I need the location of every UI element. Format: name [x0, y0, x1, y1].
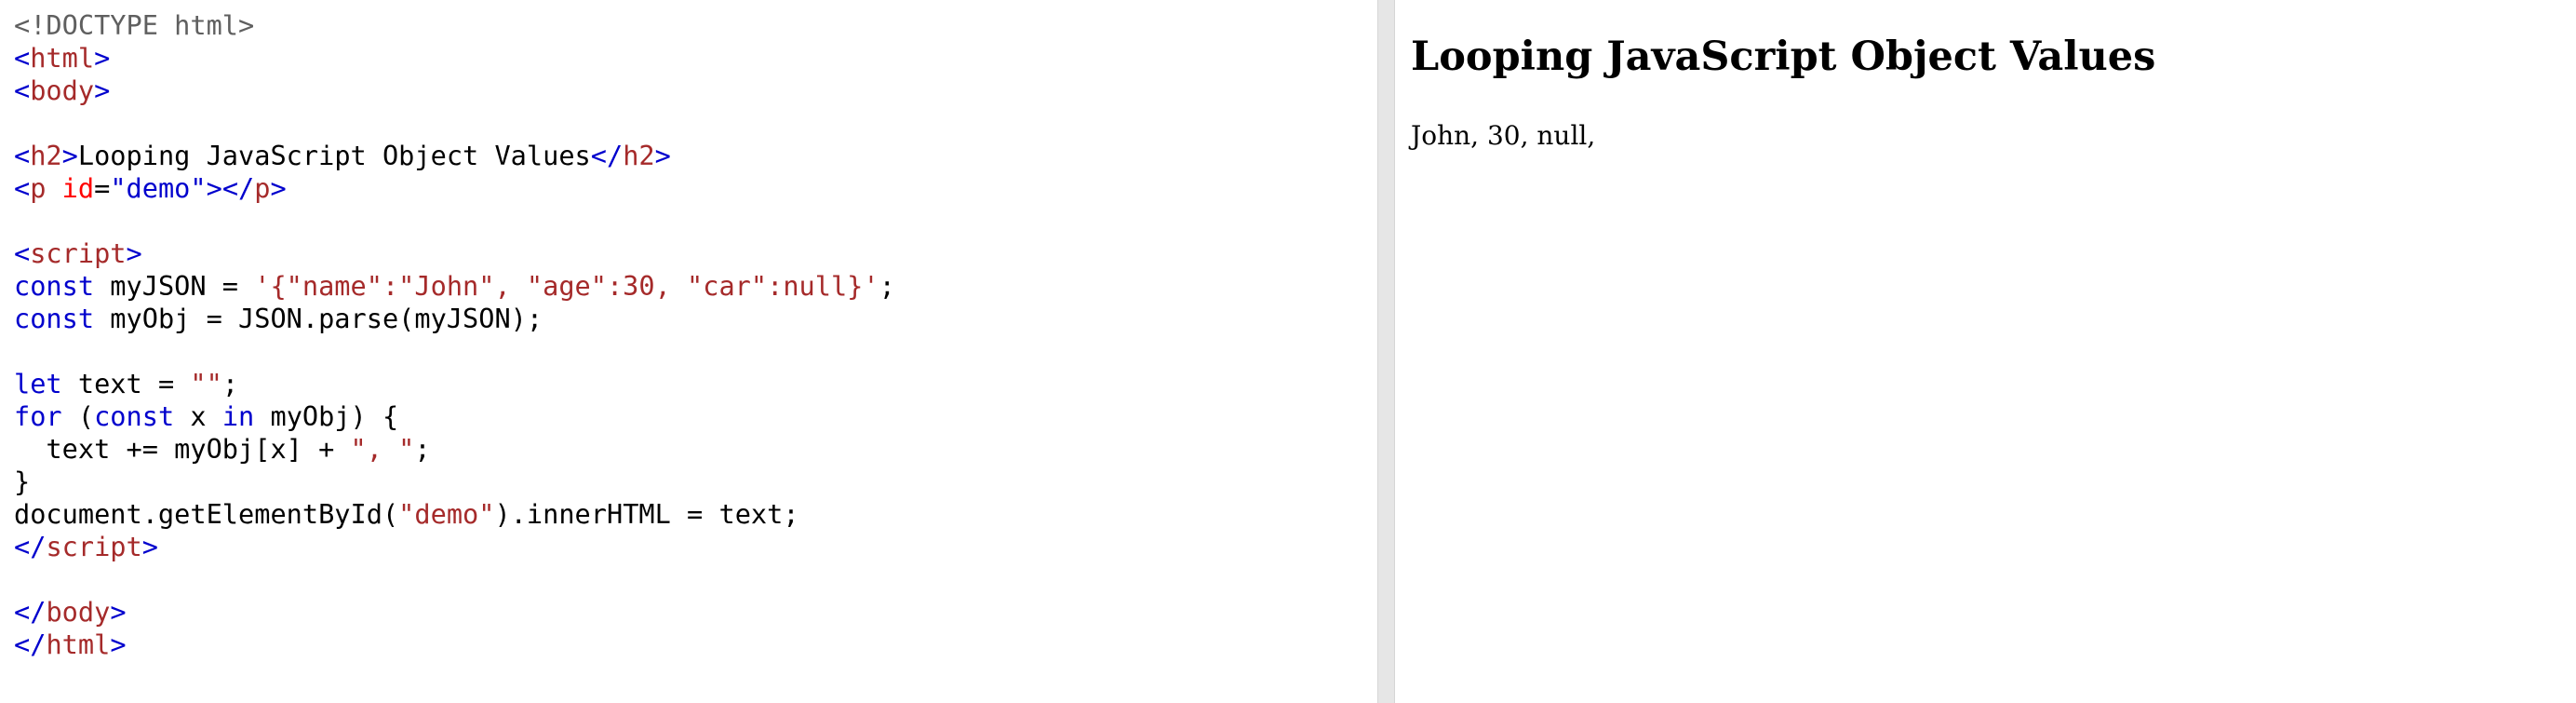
code-token-tag: html	[46, 629, 111, 660]
code-token-bracket: >	[110, 596, 127, 628]
code-token-string: ""	[190, 368, 222, 399]
code-token-doctype: <!DOCTYPE html>	[14, 9, 255, 41]
code-token-tag: body	[46, 596, 111, 628]
code-token-bracket: <	[14, 42, 31, 74]
code-line: <html>	[14, 42, 895, 74]
code-token-bracket: </	[14, 596, 47, 628]
code-token-bracket: <	[14, 237, 31, 269]
code-line	[14, 335, 895, 368]
code-token-attr: id	[61, 172, 95, 204]
code-line: }	[14, 466, 895, 498]
code-token-plain: ;	[221, 368, 239, 399]
result-preview: Looping JavaScript Object Values John, 3…	[1396, 0, 2576, 703]
code-token-string: '{"name":"John", "age":30, "car":null}'	[254, 270, 879, 302]
code-token-tag: script	[46, 531, 142, 562]
code-token-plain	[46, 172, 61, 204]
code-line: const myObj = JSON.parse(myJSON);	[14, 303, 895, 335]
code-line	[14, 107, 895, 140]
code-token-bracket: >	[141, 531, 158, 562]
code-token-plain: (	[61, 400, 95, 432]
code-token-plain: document.getElementById(	[14, 498, 399, 530]
code-line	[14, 205, 895, 237]
code-token-plain: Looping JavaScript Object Values	[77, 140, 591, 171]
code-token-tag: script	[30, 237, 127, 269]
code-token-bracket: >	[126, 237, 142, 269]
code-line: const myJSON = '{"name":"John", "age":30…	[14, 270, 895, 303]
code-token-bracket: <	[14, 140, 31, 171]
code-token-bracket: <	[14, 172, 31, 204]
code-token-string: "demo"	[398, 498, 495, 530]
code-line: </script>	[14, 531, 895, 563]
code-line: <p id="demo"></p>	[14, 172, 895, 205]
code-token-keyword: in	[221, 400, 255, 432]
code-token-keyword: const	[14, 303, 95, 334]
code-token-tag: p	[254, 172, 271, 204]
code-token-tag: body	[30, 74, 95, 106]
code-token-plain: }	[14, 466, 31, 497]
code-line: <h2>Looping JavaScript Object Values</h2…	[14, 140, 895, 172]
code-token-bracket: >	[654, 140, 671, 171]
code-token-attrval: "demo"	[110, 172, 207, 204]
code-token-plain: ).innerHTML = text;	[494, 498, 799, 530]
code-line: </body>	[14, 596, 895, 629]
code-token-tag: html	[30, 42, 95, 74]
code-token-tag: p	[30, 172, 47, 204]
code-token-tag: h2	[623, 140, 655, 171]
code-token-plain: text += myObj[x] +	[14, 433, 351, 465]
code-token-plain: myObj) {	[254, 400, 399, 432]
code-token-bracket: >	[270, 172, 287, 204]
code-token-bracket: <	[14, 74, 31, 106]
code-line: for (const x in myObj) {	[14, 400, 895, 433]
code-token-keyword: const	[94, 400, 175, 432]
code-token-string: ", "	[350, 433, 415, 465]
result-heading: Looping JavaScript Object Values	[1411, 34, 2156, 80]
code-token-plain: ;	[414, 433, 431, 465]
code-line: <script>	[14, 237, 895, 270]
code-line	[14, 563, 895, 596]
code-token-bracket: >	[94, 42, 111, 74]
code-token-bracket: ></	[206, 172, 255, 204]
code-line: </html>	[14, 629, 895, 661]
code-token-plain: text =	[61, 368, 191, 399]
code-token-plain: myObj = JSON.parse(myJSON);	[94, 303, 543, 334]
code-line: document.getElementById("demo").innerHTM…	[14, 498, 895, 531]
code-line: text += myObj[x] + ", ";	[14, 433, 895, 466]
code-editor[interactable]: <!DOCTYPE html><html><body><h2>Looping J…	[0, 0, 1377, 703]
code-token-bracket: </	[14, 629, 47, 660]
code-token-plain: =	[94, 172, 111, 204]
code-token-plain: ;	[879, 270, 895, 302]
code-token-keyword: let	[14, 368, 62, 399]
code-line: <body>	[14, 74, 895, 107]
code-text[interactable]: <!DOCTYPE html><html><body><h2>Looping J…	[14, 9, 895, 661]
code-token-bracket: >	[94, 74, 111, 106]
code-token-bracket: </	[590, 140, 624, 171]
result-output: John, 30, null,	[1411, 120, 1604, 151]
code-token-bracket: >	[110, 629, 127, 660]
code-token-bracket: >	[61, 140, 78, 171]
code-token-keyword: for	[14, 400, 62, 432]
code-line: let text = "";	[14, 368, 895, 400]
code-token-plain: x	[174, 400, 222, 432]
code-token-plain: myJSON =	[94, 270, 255, 302]
code-token-bracket: </	[14, 531, 47, 562]
code-token-tag: h2	[30, 140, 62, 171]
code-line: <!DOCTYPE html>	[14, 9, 895, 42]
code-token-keyword: const	[14, 270, 95, 302]
pane-resize-handle[interactable]	[1377, 0, 1395, 703]
